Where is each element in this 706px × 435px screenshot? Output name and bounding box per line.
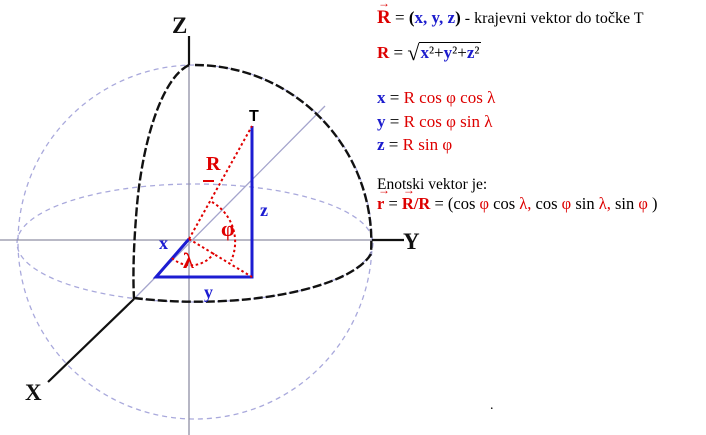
phi-label: φ — [221, 216, 235, 241]
formula-magnitude: R = √x²+y²+z² — [377, 40, 482, 66]
lambda-symbol: λ, — [519, 194, 532, 213]
rhs-y: R cos φ sin λ — [403, 112, 493, 131]
equals: = — [384, 135, 403, 154]
x-component-label: x — [159, 233, 168, 253]
equals: = — [430, 194, 448, 213]
txt: cos — [531, 194, 562, 213]
formula-x-component: x = R cos φ cos λ — [377, 88, 495, 108]
equator-ellipse — [16, 183, 374, 303]
rhs-x: R cos φ cos λ — [403, 88, 496, 107]
equals: = — [385, 88, 404, 107]
big-r-vector-symbol: R→ — [401, 183, 415, 214]
lhs-x: x — [377, 88, 386, 107]
z-component-label: z — [260, 200, 268, 220]
txt: sin — [571, 194, 599, 213]
sqrt-icon: √ — [407, 40, 420, 65]
formula-z-component: z = R sin φ — [377, 135, 452, 155]
vector-arrow-icon: → — [378, 0, 390, 10]
stray-dot: . — [490, 398, 494, 413]
meridian-right-arc — [194, 63, 373, 254]
radicand-x: x — [420, 43, 429, 62]
phi-symbol: φ — [479, 194, 490, 213]
point-t-label: T — [249, 108, 259, 125]
radicand-plus: ²+ — [452, 43, 467, 62]
r-vector-letter: R — [377, 7, 391, 28]
unit-vector-caption: Enotski vektor je: — [377, 176, 488, 193]
y-axis-label: Y — [403, 229, 420, 254]
formula-unit-vector: r→ = R→/R = (cos φ cos λ, cos φ sin λ, s… — [377, 183, 658, 214]
lhs-y: y — [377, 112, 386, 131]
radius-vector-line — [188, 125, 253, 240]
formula-y-component: y = R cos φ sin λ — [377, 112, 493, 132]
unit-r-letter: r — [377, 194, 385, 213]
xyz-tuple: x, y, z — [414, 8, 456, 27]
z-axis-label: Z — [172, 13, 187, 38]
equals: = — [390, 8, 409, 27]
txt: cos — [489, 194, 520, 213]
equals: = — [389, 43, 408, 62]
component-triangle — [152, 126, 254, 279]
txt: (cos — [447, 194, 480, 213]
formula-position-vector: R→ = (x, y, z) - krajevni vektor do točk… — [377, 0, 644, 29]
x-axis-line — [47, 298, 135, 383]
radius-label: R — [206, 153, 221, 175]
txt: sin — [610, 194, 639, 213]
radicand-sq: ² — [474, 43, 480, 62]
projection-line — [188, 238, 253, 278]
vector-arrow-icon: → — [378, 183, 390, 197]
magnitude-r: R — [377, 43, 390, 62]
lambda-angle-arc — [171, 252, 215, 267]
radicand-plus: ²+ — [428, 43, 444, 62]
lambda-symbol: λ, — [598, 194, 611, 213]
phi-symbol: φ — [638, 194, 648, 213]
vector-arrow-icon: → — [402, 183, 415, 197]
over-r: /R — [413, 194, 431, 213]
paren-close: ) — [455, 8, 461, 27]
paren-close: ) — [647, 194, 658, 213]
rhs-z: R sin φ — [402, 135, 453, 154]
x-axis-label: X — [25, 380, 42, 405]
equals: = — [384, 194, 402, 213]
radicand-y: y — [443, 43, 453, 62]
lhs-z: z — [377, 135, 385, 154]
big-r-letter: R — [401, 194, 414, 213]
unit-r-vector-symbol: r→ — [377, 183, 390, 214]
phi-symbol: φ — [561, 194, 572, 213]
meridian-front-left-arc — [132, 63, 190, 300]
formula-panel: R→ = (x, y, z) - krajevni vektor do točk… — [377, 0, 706, 435]
paren-open: ( — [408, 8, 415, 27]
r-vector-symbol: R→ — [377, 0, 391, 29]
lambda-label: λ — [183, 248, 194, 273]
equals: = — [385, 112, 404, 131]
equator-front-arc — [133, 253, 373, 303]
position-vector-caption: - krajevni vektor do točke T — [460, 10, 644, 27]
sphere-diagram: Z Y X T R φ λ x y z — [0, 13, 420, 435]
radicand: x²+y²+z² — [419, 42, 482, 62]
radicand-z: z — [466, 43, 475, 62]
y-component-label: y — [204, 282, 213, 302]
